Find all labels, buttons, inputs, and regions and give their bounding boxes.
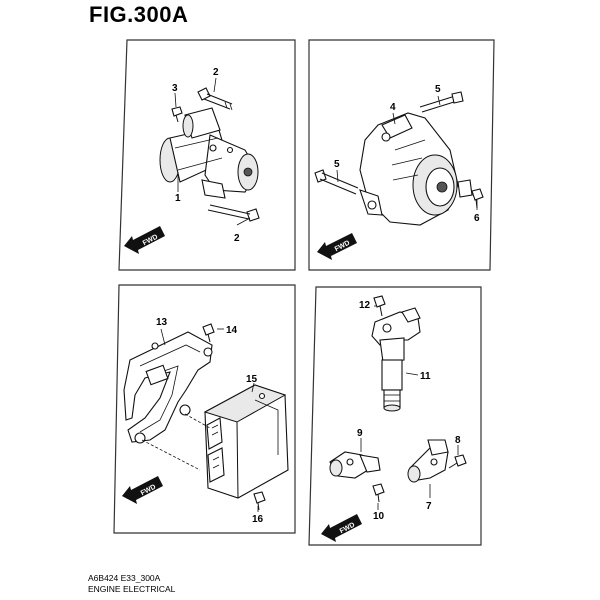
starter-bolt-lower [207,204,260,222]
panel-ecm: FWD 13 14 15 16 [113,284,296,534]
sensor-bolt-10 [372,483,385,503]
callout-16: 16 [252,514,264,525]
callout-12: 12 [359,300,371,311]
figure-code: A6B424 E33_300A [88,573,161,583]
callout-14: 14 [226,325,238,336]
callout-6: 6 [474,213,480,224]
fwd-arrow-alternator: FWD [317,233,357,260]
callout-1: 1 [175,193,181,204]
callout-3: 3 [172,83,178,94]
sensor-9 [329,451,381,479]
callout-2: 2 [213,67,219,78]
sensor-7 [407,439,449,483]
figure-caption: ENGINE ELECTRICAL [88,584,176,594]
panel-alternator: FWD 5 4 5 6 [308,39,495,271]
callout-10: 10 [373,511,385,522]
callout-5: 5 [435,84,441,95]
panel-ignition-frame [308,286,482,546]
ecm-bracket [123,331,213,444]
alternator-bolt-lower [314,169,359,195]
starter-nut [171,106,183,123]
callout-15: 15 [246,374,258,385]
callout-2: 2 [234,233,240,244]
fwd-arrow-ecm: FWD [122,476,163,504]
alternator-nut [471,188,484,209]
callout-13: 13 [156,317,168,328]
coil-bolt [373,295,386,317]
alternator-bolt-upper [419,91,464,113]
callout-4: 4 [390,102,396,113]
callout-11: 11 [420,371,431,382]
fwd-arrow-starter: FWD [124,226,165,254]
alternator [359,112,473,226]
callout-8: 8 [455,435,461,446]
ignition-coil [371,307,421,412]
panel-starter-frame [118,39,296,271]
fwd-arrow-ignition: FWD [321,514,362,542]
panel-starter: FWD 2 3 1 2 [118,39,296,271]
ecm-nut-16 [253,491,266,511]
figure-title: FIG.300A [89,2,189,27]
callout-7: 7 [426,501,432,512]
starter-bolt-upper [197,87,233,111]
panel-ignition-sensors: FWD 12 11 9 10 7 8 [308,286,482,546]
callout-9: 9 [357,428,363,439]
ecm-bolt-14 [202,323,215,343]
callout-5: 5 [334,159,340,170]
panel-ecm-frame [113,284,296,534]
panel-alternator-frame [308,39,495,271]
ecm-unit [203,384,289,499]
sensor-bolt-8 [448,454,467,469]
starter-motor [159,107,259,199]
